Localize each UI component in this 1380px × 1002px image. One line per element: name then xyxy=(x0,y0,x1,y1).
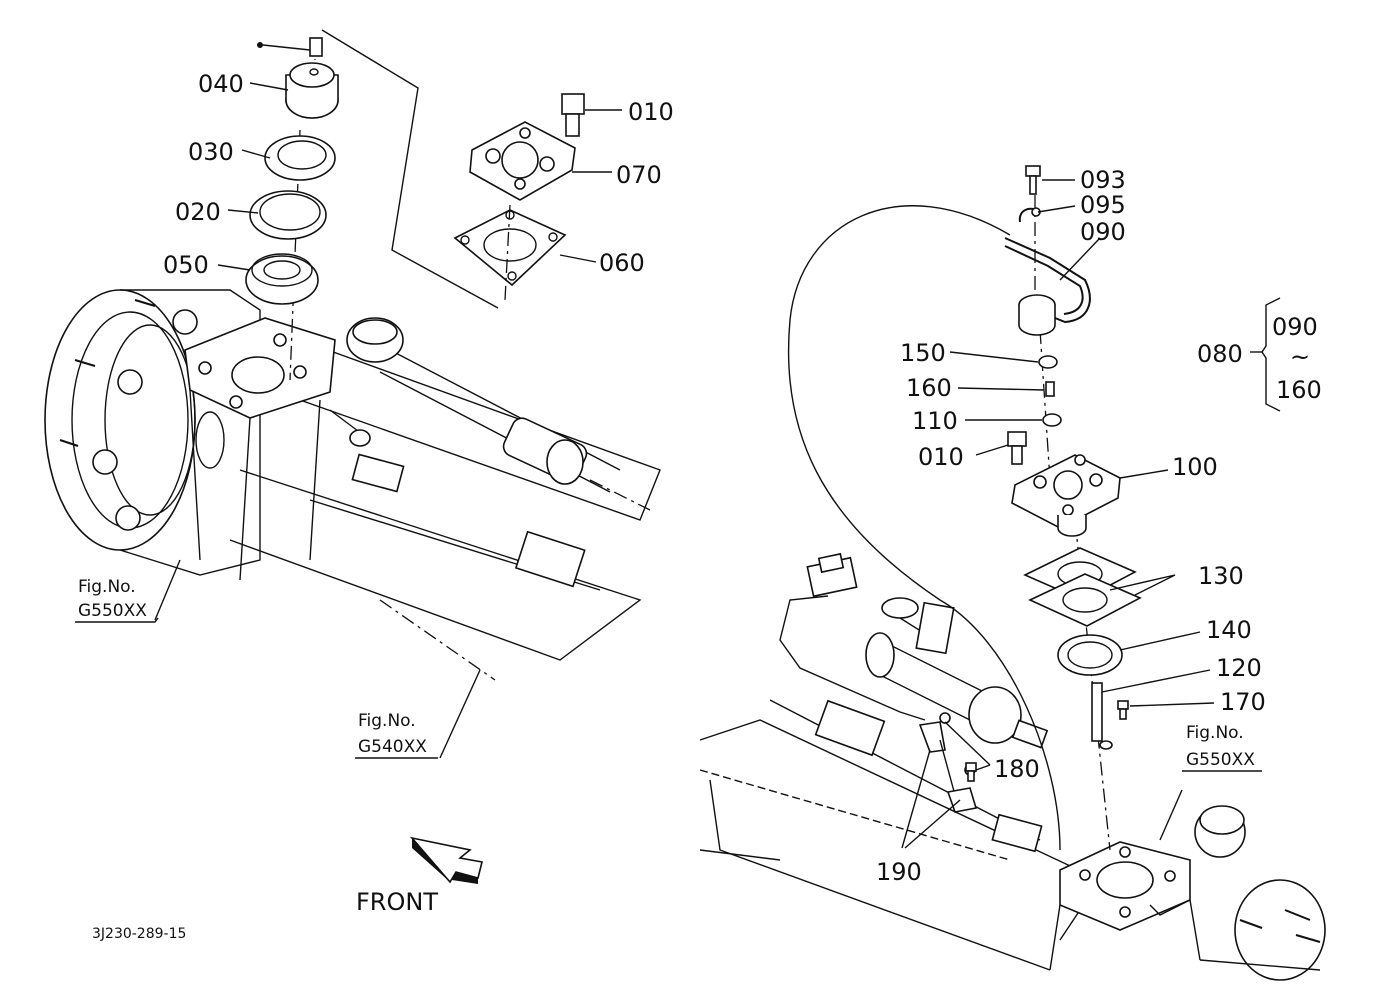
callout-095: 095 xyxy=(1080,191,1126,219)
right-axle-housing xyxy=(699,597,1326,981)
svg-text:G550XX: G550XX xyxy=(1186,750,1255,770)
cover-070 xyxy=(469,121,576,201)
bolt-010-right xyxy=(1007,431,1027,465)
group-080-bracket: 080 090 ~ 160 xyxy=(1197,297,1322,412)
drawing-code: 3J230-289-15 xyxy=(92,926,186,942)
callout-070: 070 xyxy=(616,161,662,189)
left-axle-housing xyxy=(44,289,661,661)
callout-170: 170 xyxy=(1220,688,1266,716)
fig-ref-right-g550: Fig.No. G550XX xyxy=(1182,723,1262,772)
svg-text:Fig.No.: Fig.No. xyxy=(78,577,136,597)
callout-060: 060 xyxy=(599,249,645,277)
right-grouping-loop xyxy=(787,205,1061,851)
grease-nipple-040 xyxy=(257,37,323,57)
svg-text:090: 090 xyxy=(1272,313,1318,341)
clamp-095 xyxy=(1018,207,1041,223)
callout-093: 093 xyxy=(1080,166,1126,194)
gasket-060 xyxy=(453,209,567,287)
callout-120: 120 xyxy=(1216,654,1262,682)
svg-text:Fig.No.: Fig.No. xyxy=(1186,723,1244,743)
callout-090: 090 xyxy=(1080,218,1126,246)
cap-040 xyxy=(285,62,339,119)
svg-text:G550XX: G550XX xyxy=(78,601,147,621)
svg-text:Fig.No.: Fig.No. xyxy=(358,711,416,731)
sensor-cover-100 xyxy=(1011,454,1121,537)
gasket-130 xyxy=(1023,547,1142,627)
fig-ref-left-g550: Fig.No. G550XX xyxy=(75,577,159,623)
right-leaders xyxy=(699,179,1215,861)
callout-030: 030 xyxy=(188,138,234,166)
callout-020: 020 xyxy=(175,198,221,226)
spring-160 xyxy=(1045,381,1055,397)
callout-160: 160 xyxy=(906,374,952,402)
bolt-170 xyxy=(1117,700,1129,720)
callout-100: 100 xyxy=(1172,453,1218,481)
pipe-090 xyxy=(1004,237,1091,336)
seal-030 xyxy=(264,135,336,181)
grouping-bracket-left xyxy=(321,29,499,309)
callout-180: 180 xyxy=(994,755,1040,783)
ring-020 xyxy=(249,190,327,240)
bolt-093 xyxy=(1025,165,1041,195)
callout-010-right: 010 xyxy=(918,443,964,471)
callout-110: 110 xyxy=(912,407,958,435)
bolt-010-left xyxy=(561,93,585,137)
pin-120 xyxy=(1091,682,1113,750)
washer-150 xyxy=(1038,355,1058,369)
bearing-050 xyxy=(245,253,319,305)
nut-110 xyxy=(1042,413,1062,427)
sensor-harness xyxy=(779,552,978,813)
callout-010-left: 010 xyxy=(628,98,674,126)
front-label: FRONT xyxy=(356,888,438,916)
callout-150: 150 xyxy=(900,339,946,367)
callout-130: 130 xyxy=(1198,562,1244,590)
left-leaders xyxy=(154,82,622,759)
svg-text:080: 080 xyxy=(1197,340,1243,368)
seal-140 xyxy=(1057,634,1123,676)
callout-140: 140 xyxy=(1206,616,1252,644)
fig-ref-left-g540: Fig.No. G540XX xyxy=(355,711,438,759)
callout-040: 040 xyxy=(198,70,244,98)
svg-text:160: 160 xyxy=(1276,376,1322,404)
callout-190: 190 xyxy=(876,858,922,886)
svg-text:G540XX: G540XX xyxy=(358,737,427,757)
front-arrow-icon xyxy=(409,836,483,884)
bolt-180 xyxy=(965,762,977,782)
callout-050: 050 xyxy=(163,251,209,279)
svg-text:~: ~ xyxy=(1290,343,1310,371)
